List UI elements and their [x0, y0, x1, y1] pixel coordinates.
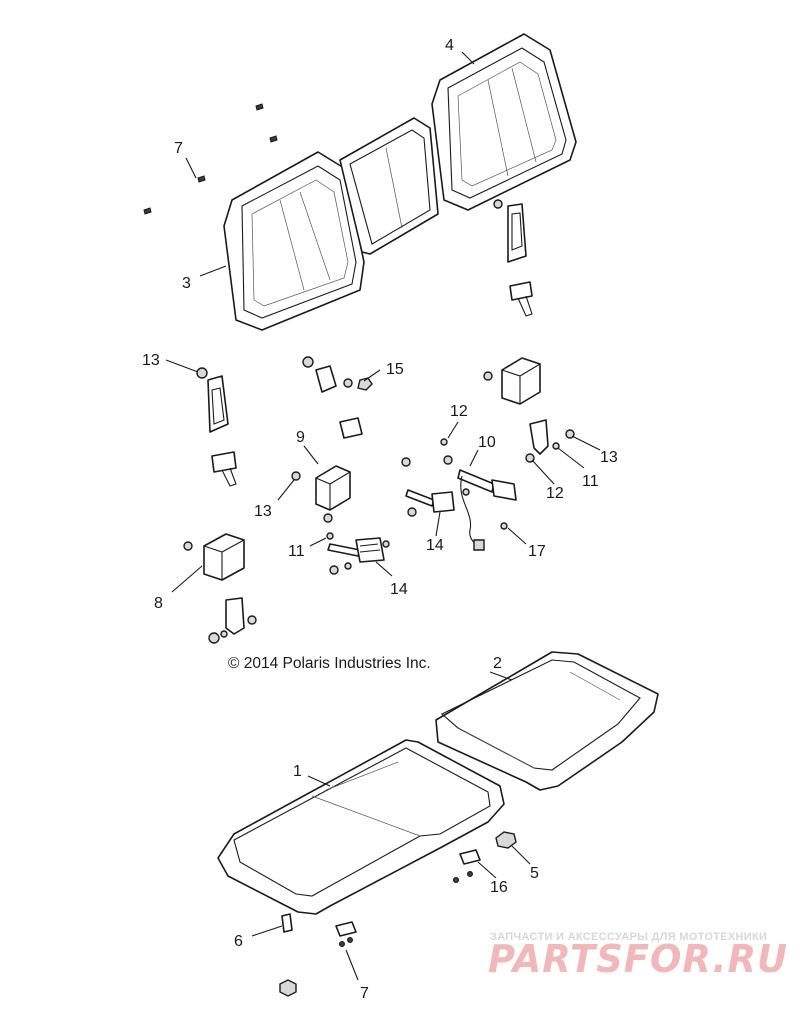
watermark-logo: PARTSFOR.RU [488, 937, 788, 981]
belt-housing-right [483, 357, 541, 405]
callout-1: 1 [293, 763, 302, 780]
callout-7a: 7 [174, 140, 183, 157]
watermark-tagline: ЗАПЧАСТИ И АКСЕССУАРЫ ДЛЯ МОТОТЕХНИКИ [490, 931, 767, 943]
callout-11b: 11 [288, 543, 305, 560]
callout-15: 15 [386, 361, 404, 378]
callout-16: 16 [490, 879, 508, 896]
callout-9: 9 [296, 429, 305, 446]
callout-6: 6 [234, 933, 243, 950]
callout-4: 4 [445, 37, 454, 54]
belt-housing-8 [183, 533, 257, 644]
bracket-right [440, 419, 575, 465]
callout-12a: 12 [450, 403, 468, 420]
callout-17: 17 [528, 543, 546, 560]
buckle-14-lower [327, 537, 390, 575]
belt-retractor-left [196, 367, 237, 487]
callout-10: 10 [478, 434, 496, 451]
hardware-bottom [279, 831, 517, 997]
seat-bottom-front [217, 739, 505, 915]
leader-lines [165, 51, 601, 981]
buckle-14-center [401, 457, 455, 517]
callout-13a: 13 [142, 352, 160, 369]
screws-top [143, 103, 278, 215]
callout-12b: 12 [546, 485, 564, 502]
belt-housing-9 [291, 465, 351, 540]
seat-back-left [223, 151, 365, 331]
watermark: ЗАПЧАСТИ И АКСЕССУАРЫ ДЛЯ МОТОТЕХНИКИ PA… [488, 931, 788, 981]
callout-2: 2 [493, 655, 502, 672]
copyright-notice: © 2014 Polaris Industries Inc. [228, 655, 431, 672]
seat-back-right [431, 33, 577, 211]
buckle-anchor-center [302, 356, 373, 439]
callout-3: 3 [182, 275, 191, 292]
callout-7b: 7 [360, 985, 369, 1002]
callout-11a: 11 [582, 473, 599, 490]
seat-bottom-rear [435, 651, 659, 791]
callout-13c: 13 [254, 503, 272, 520]
callout-8: 8 [154, 595, 163, 612]
seat-belt-10 [457, 469, 517, 551]
callout-13b: 13 [600, 449, 618, 466]
belt-retractor-right-upper [493, 199, 533, 317]
callout-14b: 14 [390, 581, 408, 598]
callout-numbers: 4 7 3 13 15 12 10 9 13 11 12 13 11 14 17… [142, 37, 618, 1002]
seat-back-center [339, 117, 439, 255]
callout-5: 5 [530, 865, 539, 882]
callout-14a: 14 [426, 537, 444, 554]
